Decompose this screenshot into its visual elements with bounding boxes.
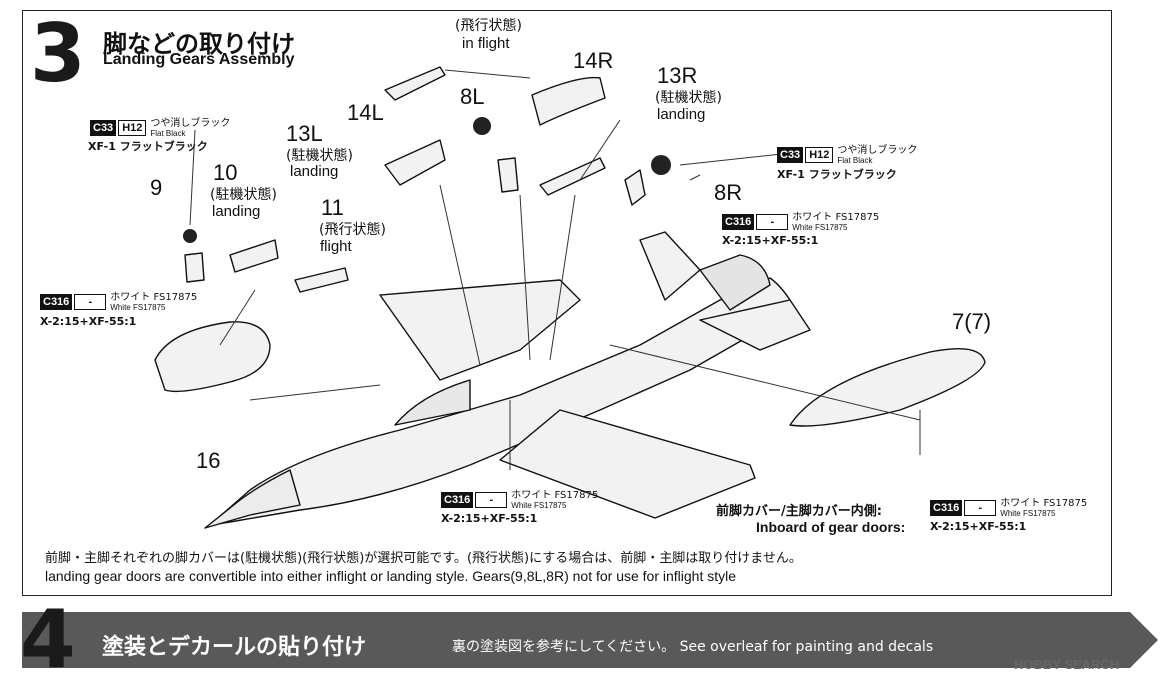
paint-name-jp: ホワイト FS17875 bbox=[110, 292, 198, 303]
gear-bay-part bbox=[154, 321, 271, 393]
inflight-top-jp: (飛行状態) bbox=[455, 18, 522, 34]
paint-tag-c316-8R: C316 - ホワイト FS17875 White FS17875 bbox=[722, 212, 879, 232]
label-13R-en: landing bbox=[657, 106, 706, 123]
step4-number: 4 bbox=[20, 593, 76, 686]
engine-nozzle bbox=[699, 254, 771, 311]
label-7: 7(7) bbox=[952, 309, 992, 334]
label-11-en: flight bbox=[320, 238, 352, 255]
label-13L: 13L bbox=[286, 121, 323, 146]
label-13L-en: landing bbox=[290, 163, 339, 180]
gear-9-strut bbox=[184, 252, 205, 283]
door-14L bbox=[384, 66, 446, 101]
vertical-tail bbox=[639, 231, 701, 301]
label-10: 10 bbox=[213, 160, 238, 185]
wheel-8L bbox=[473, 117, 491, 135]
horizontal-stab bbox=[699, 299, 811, 351]
door-13L bbox=[384, 139, 446, 186]
paint-name-jp: つや消しブラック bbox=[837, 145, 918, 156]
fuselage bbox=[209, 277, 791, 526]
label-8L: 8L bbox=[460, 84, 485, 109]
paint-code: C33 bbox=[777, 147, 804, 163]
paint-code: C33 bbox=[90, 120, 117, 136]
step-title-en: Landing Gears Assembly bbox=[103, 51, 295, 68]
paint-name-en: White FS17875 bbox=[511, 501, 567, 510]
paint-name-jp: ホワイト FS17875 bbox=[1000, 498, 1088, 509]
label-13L-jp: (駐機状態) bbox=[286, 148, 353, 164]
paint-code-h: H12 bbox=[805, 147, 834, 163]
paint-name-jp: つや消しブラック bbox=[150, 118, 231, 129]
step-number: 3 bbox=[30, 7, 86, 100]
nose-cone bbox=[204, 469, 301, 529]
paint-tag-c33-left: C33 H12 つや消しブラック Flat Black bbox=[90, 118, 230, 138]
step4-banner bbox=[22, 612, 1158, 668]
paint-mix: X-2:15+XF-55:1 bbox=[40, 315, 137, 328]
label-13R: 13R bbox=[657, 63, 698, 88]
watermark: HOBBY SEARCH bbox=[1014, 657, 1120, 672]
inflight-top-en: in flight bbox=[462, 35, 510, 52]
paint-mix: X-2:15+XF-55:1 bbox=[441, 512, 538, 525]
label-14L: 14L bbox=[347, 100, 384, 125]
inboard-label-en: Inboard of gear doors: bbox=[756, 519, 906, 535]
step-title-jp: 脚などの取り付け bbox=[103, 30, 295, 58]
paint-name-jp: ホワイト FS17875 bbox=[511, 490, 599, 501]
paint-tag-c316-left: C316 - ホワイト FS17875 White FS17875 bbox=[40, 292, 197, 312]
paint-code-dash: - bbox=[964, 500, 997, 516]
label-10-en: landing bbox=[212, 203, 261, 220]
paint-code-dash: - bbox=[475, 492, 508, 508]
left-wing bbox=[379, 279, 581, 381]
canopy bbox=[394, 379, 471, 426]
label-11: 11 bbox=[321, 195, 344, 220]
paint-mix: X-2:15+XF-55:1 bbox=[930, 520, 1027, 533]
label-13R-jp: (駐機状態) bbox=[655, 90, 722, 106]
step4-subtitle: 裏の塗装図を参考にしてください。 See overleaf for painti… bbox=[452, 639, 934, 655]
step4-title: 塗装とデカールの貼り付け bbox=[102, 635, 367, 660]
wheel-8R bbox=[651, 155, 671, 175]
paint-name-en: Flat Black bbox=[150, 129, 186, 138]
paint-code: C316 bbox=[441, 492, 474, 508]
paint-code: C316 bbox=[40, 294, 73, 310]
step3-frame bbox=[22, 10, 1112, 596]
paint-name-en: White FS17875 bbox=[792, 223, 848, 232]
door-13R bbox=[539, 157, 606, 196]
fuel-tank bbox=[789, 347, 986, 427]
paint-tag-c33-right: C33 H12 つや消しブラック Flat Black bbox=[777, 145, 917, 165]
paint-tag-c316-bottom: C316 - ホワイト FS17875 White FS17875 bbox=[441, 490, 598, 510]
note-jp: 前脚・主脚それぞれの脚カバーは(駐機状態)(飛行状態)が選択可能です。(飛行状態… bbox=[45, 551, 802, 566]
paint-code: C316 bbox=[722, 214, 755, 230]
paint-tag-c316-inboard: C316 - ホワイト FS17875 White FS17875 bbox=[930, 498, 1087, 518]
gear-8R-strut bbox=[624, 169, 646, 206]
label-16: 16 bbox=[196, 448, 221, 473]
paint-name-en: White FS17875 bbox=[1000, 509, 1056, 518]
paint-mix: XF-1 フラットブラック bbox=[777, 168, 897, 181]
label-11-jp: (飛行状態) bbox=[319, 222, 386, 238]
paint-mix: XF-1 フラットブラック bbox=[88, 140, 208, 153]
label-9: 9 bbox=[150, 175, 163, 200]
note-en: landing gear doors are convertible into … bbox=[45, 568, 737, 584]
paint-mix: X-2:15+XF-55:1 bbox=[722, 234, 819, 247]
paint-name-en: White FS17875 bbox=[110, 303, 166, 312]
wheel-9 bbox=[183, 229, 197, 243]
paint-code: C316 bbox=[930, 500, 963, 516]
paint-code-dash: - bbox=[74, 294, 107, 310]
door-11 bbox=[294, 267, 349, 293]
paint-name-jp: ホワイト FS17875 bbox=[792, 212, 880, 223]
inboard-label-jp: 前脚カバー/主脚カバー内側: bbox=[716, 504, 882, 519]
label-10-jp: (駐機状態) bbox=[210, 187, 277, 203]
label-8R: 8R bbox=[714, 180, 743, 205]
paint-code-dash: - bbox=[756, 214, 789, 230]
paint-code-h: H12 bbox=[118, 120, 147, 136]
paint-name-en: Flat Black bbox=[837, 156, 873, 165]
door-14R bbox=[531, 76, 606, 126]
door-10 bbox=[229, 239, 279, 273]
label-14R: 14R bbox=[573, 48, 614, 73]
gear-8L-strut bbox=[497, 157, 519, 193]
